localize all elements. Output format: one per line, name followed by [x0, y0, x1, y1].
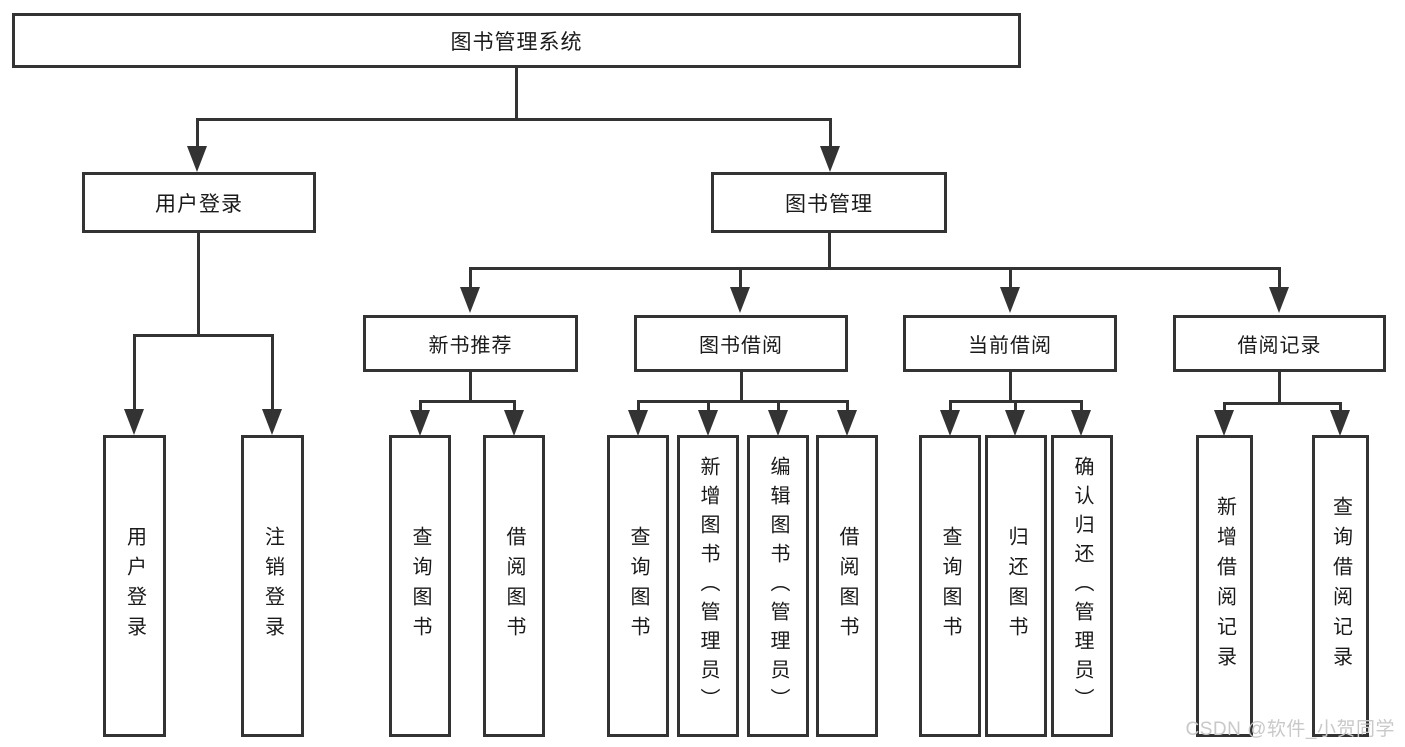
connector-line: [196, 118, 832, 121]
leaf-query-books-borrow-label: 查询图书: [627, 526, 649, 646]
arrowhead-down: [820, 146, 840, 172]
box-new-book-recommend-label: 新书推荐: [428, 335, 513, 357]
connector-line: [637, 400, 848, 403]
connector-line: [1278, 267, 1281, 289]
leaf-query-books-current-label: 查询图书: [939, 526, 961, 646]
leaf-user-login-label: 用户登录: [123, 526, 146, 646]
connector-line: [707, 400, 710, 412]
connector-line: [637, 400, 640, 412]
arrowhead-down: [187, 146, 207, 172]
leaf-confirm-return-admin-label: 确认归还（管理员）: [1071, 455, 1093, 717]
arrowhead-down: [460, 287, 480, 313]
root-box-label: 图书管理系统: [450, 30, 583, 54]
leaf-edit-books-admin-label: 编辑图书（管理员）: [767, 455, 789, 717]
connector-line: [197, 233, 200, 336]
leaf-add-borrow-record-label: 新增借阅记录: [1213, 496, 1236, 676]
leaf-borrow-books-borrow: 借阅图书: [816, 435, 878, 737]
arrowhead-down: [730, 287, 750, 313]
connector-line: [846, 400, 849, 412]
csdn-watermark: CSDN @软件_小贺同学: [1185, 719, 1395, 740]
leaf-borrow-books-borrow-label: 借阅图书: [836, 526, 858, 646]
connector-line: [949, 400, 952, 412]
box-book-borrow-label: 图书借阅: [699, 335, 783, 357]
box-borrow-records: 借阅记录: [1173, 315, 1386, 372]
connector-line: [133, 334, 136, 411]
box-user-login: 用户登录: [82, 172, 316, 233]
connector-line: [1223, 402, 1226, 412]
arrowhead-down: [1000, 287, 1020, 313]
box-user-login-label: 用户登录: [155, 192, 243, 216]
leaf-borrow-books-recommend: 借阅图书: [483, 435, 545, 737]
box-current-borrow-label: 当前借阅: [968, 335, 1052, 357]
arrowhead-down: [768, 410, 788, 436]
connector-line: [828, 233, 831, 269]
leaf-query-books-borrow: 查询图书: [607, 435, 669, 737]
arrowhead-down: [1005, 410, 1025, 436]
box-book-management-label: 图书管理: [785, 192, 873, 216]
arrowhead-down: [837, 410, 857, 436]
leaf-return-books-label: 归还图书: [1005, 526, 1027, 646]
connector-line: [419, 400, 516, 403]
arrowhead-down: [698, 410, 718, 436]
leaf-borrow-books-recommend-label: 借阅图书: [503, 526, 525, 646]
leaf-user-login: 用户登录: [103, 435, 166, 737]
connector-line: [829, 118, 832, 148]
leaf-query-books-recommend-label: 查询图书: [409, 526, 431, 646]
box-book-borrow: 图书借阅: [634, 315, 848, 372]
leaf-query-borrow-record: 查询借阅记录: [1312, 435, 1369, 737]
leaf-add-books-admin-label: 新增图书（管理员）: [697, 455, 719, 717]
leaf-return-books: 归还图书: [985, 435, 1047, 737]
connector-line: [739, 267, 742, 289]
connector-line: [1339, 402, 1342, 412]
leaf-edit-books-admin: 编辑图书（管理员）: [747, 435, 809, 737]
arrowhead-down: [1269, 287, 1289, 313]
connector-line: [1014, 400, 1017, 412]
connector-line: [1080, 400, 1083, 412]
leaf-query-books-current: 查询图书: [919, 435, 981, 737]
leaf-query-borrow-record-label: 查询借阅记录: [1329, 496, 1352, 676]
leaf-add-books-admin: 新增图书（管理员）: [677, 435, 739, 737]
leaf-confirm-return-admin: 确认归还（管理员）: [1051, 435, 1113, 737]
leaf-logout: 注销登录: [241, 435, 304, 737]
arrowhead-down: [1330, 410, 1350, 436]
connector-line: [1009, 267, 1012, 289]
connector-line: [1278, 372, 1281, 404]
arrowhead-down: [410, 410, 430, 436]
arrowhead-down: [1214, 410, 1234, 436]
box-new-book-recommend: 新书推荐: [363, 315, 578, 372]
box-book-management: 图书管理: [711, 172, 947, 233]
connector-line: [469, 267, 1281, 270]
box-current-borrow: 当前借阅: [903, 315, 1117, 372]
leaf-logout-label: 注销登录: [261, 526, 284, 646]
connector-line: [133, 334, 274, 337]
connector-line: [196, 118, 199, 148]
root-box-library-system: 图书管理系统: [12, 13, 1021, 68]
leaf-query-books-recommend: 查询图书: [389, 435, 451, 737]
arrowhead-down: [940, 410, 960, 436]
connector-line: [1009, 372, 1012, 402]
connector-line: [515, 68, 518, 120]
box-borrow-records-label: 借阅记录: [1237, 335, 1322, 357]
connector-line: [419, 400, 422, 412]
connector-line: [777, 400, 780, 412]
connector-line: [513, 400, 516, 412]
leaf-add-borrow-record: 新增借阅记录: [1196, 435, 1253, 737]
connector-line: [1223, 402, 1342, 405]
connector-line: [740, 372, 743, 402]
arrowhead-down: [1071, 410, 1091, 436]
arrowhead-down: [124, 409, 144, 435]
arrowhead-down: [262, 409, 282, 435]
connector-line: [469, 267, 472, 289]
connector-line: [271, 334, 274, 411]
connector-line: [469, 372, 472, 402]
arrowhead-down: [628, 410, 648, 436]
arrowhead-down: [504, 410, 524, 436]
